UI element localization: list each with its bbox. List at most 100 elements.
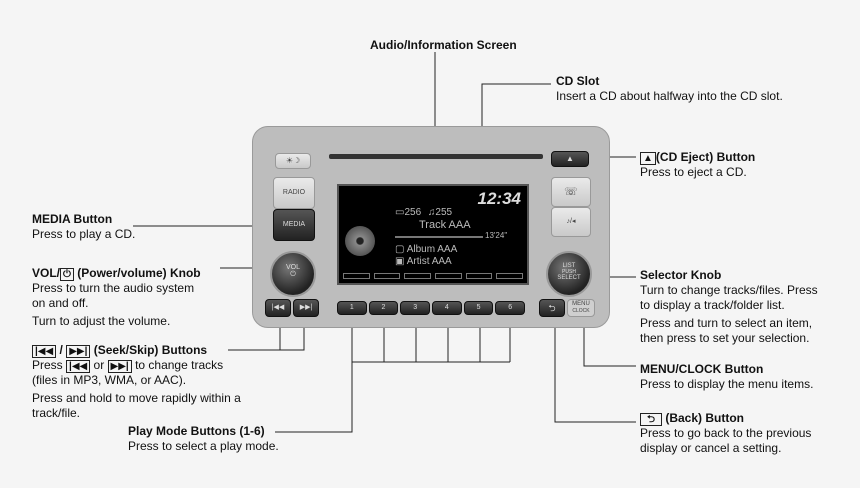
audio-screen-label: Audio/Information Screen	[370, 38, 517, 53]
seek-next-button-icon: ▶▶|	[299, 304, 313, 311]
cd-eject-desc: Press to eject a CD.	[640, 165, 747, 179]
cd-eject-label: ▲(CD Eject) Button Press to eject a CD.	[640, 150, 755, 180]
preset-3-label: 3	[413, 304, 418, 311]
seek-next-button[interactable]: ▶▶|	[293, 299, 319, 317]
cd-slot[interactable]	[329, 154, 543, 159]
screen-artist: ▣ Artist AAA	[395, 256, 452, 267]
vol-title-pre: VOL/	[32, 266, 61, 280]
seek-sep: /	[56, 343, 67, 357]
seek-label: |◀◀ / ▶▶| (Seek/Skip) Buttons Press |◀◀ …	[32, 343, 241, 421]
eject-icon: ▲	[640, 152, 656, 165]
back-icon: ⮌	[640, 413, 663, 426]
screen-time: 12:34	[477, 189, 521, 208]
folder-number: 256	[404, 207, 422, 218]
vol-knob[interactable]: VOL ⏻	[270, 251, 316, 297]
back-desc-1: Press to go back to the previous	[640, 426, 812, 440]
phone-icon: ☏	[564, 186, 578, 198]
cd-slot-title: CD Slot	[556, 74, 600, 88]
selector-desc-3: Press and turn to select an item,	[640, 316, 813, 330]
disc-icon	[345, 226, 375, 256]
vol-desc-3: Turn to adjust the volume.	[32, 314, 171, 328]
day-night-button[interactable]: ☀☽	[275, 153, 311, 169]
selector-desc-4: then press to set your selection.	[640, 331, 810, 345]
screen-elapsed: 13'24"	[485, 231, 508, 240]
mode-icon-5	[465, 273, 493, 279]
preset-button-2[interactable]: 2	[368, 301, 399, 315]
seek-prev-button[interactable]: |◀◀	[265, 299, 291, 317]
mode-icon-6	[496, 273, 524, 279]
vol-desc-2: on and off.	[32, 296, 89, 310]
screen-mode-bar	[343, 273, 524, 279]
seek-title: (Seek/Skip) Buttons	[90, 343, 208, 357]
radio-button-label: RADIO	[282, 189, 306, 196]
media-button[interactable]: MEDIA	[273, 209, 315, 241]
folder-icon: ▭	[395, 207, 405, 218]
preset-buttons: 1 2 3 4 5 6	[337, 301, 526, 315]
phone-button[interactable]: ☏	[551, 177, 591, 207]
cd-eject-button[interactable]: ▲	[551, 151, 589, 167]
audio-screen-title: Audio/Information Screen	[370, 38, 517, 52]
cd-slot-label: CD Slot Insert a CD about halfway into t…	[556, 74, 783, 104]
track-icon: ♫	[427, 207, 436, 218]
seek-desc-or: or	[90, 358, 108, 372]
play-mode-title: Play Mode Buttons (1-6)	[128, 424, 265, 438]
music-icon: ♪/◂	[566, 218, 576, 225]
vol-title-post: (Power/volume) Knob	[73, 266, 201, 280]
media-title: MEDIA Button	[32, 212, 113, 226]
preset-button-3[interactable]: 3	[400, 301, 431, 315]
audio-unit: ☀☽ ▲ RADIO MEDIA ☏ ♪/◂ VOL ⏻ LIST PUSH S…	[252, 126, 610, 328]
preset-button-5[interactable]: 5	[463, 301, 494, 315]
mode-icon-3	[404, 273, 432, 279]
eject-button-icon: ▲	[566, 154, 574, 163]
selector-desc-2: to display a track/folder list.	[640, 298, 785, 312]
selector-label: Selector Knob Turn to change tracks/file…	[640, 268, 818, 346]
back-label: ⮌ (Back) Button Press to go back to the …	[640, 411, 811, 456]
back-button[interactable]: ⮌	[539, 299, 565, 317]
selector-desc-1: Turn to change tracks/files. Press	[640, 283, 818, 297]
album-icon: ▢	[395, 244, 407, 255]
track-number: 255	[435, 207, 453, 218]
artist-icon: ▣	[395, 256, 407, 267]
preset-4-label: 4	[444, 304, 449, 311]
artist-name: Artist AAA	[406, 256, 452, 267]
day-night-icon: ☀☽	[285, 156, 301, 165]
seek-desc-pre: Press	[32, 358, 67, 372]
screen-track: Track AAA	[419, 219, 471, 231]
music-button[interactable]: ♪/◂	[551, 207, 591, 237]
preset-1-label: 1	[349, 304, 354, 311]
menu-clock-label: MENU/CLOCK Button Press to display the m…	[640, 362, 813, 392]
seek-prev-icon: |◀◀	[32, 345, 57, 358]
menu-clock-desc: Press to display the menu items.	[640, 377, 814, 391]
seek-next-icon-inline: ▶▶|	[107, 360, 132, 373]
back-button-icon: ⮌	[548, 303, 556, 313]
seek-desc-3: Press and hold to move rapidly within a	[32, 391, 241, 405]
seek-prev-icon-inline: |◀◀	[66, 360, 91, 373]
vol-knob-label: VOL	[285, 264, 300, 271]
vol-label: VOL/⏻ (Power/volume) Knob Press to turn …	[32, 266, 201, 329]
clock-button-label: CLOCK	[572, 308, 590, 314]
selector-knob[interactable]: LIST PUSH SELECT	[546, 251, 592, 297]
preset-button-1[interactable]: 1	[337, 301, 367, 315]
menu-button-label: MENU	[572, 301, 590, 307]
menu-clock-button[interactable]: MENU CLOCK	[567, 299, 595, 317]
preset-button-6[interactable]: 6	[495, 301, 526, 315]
mode-icon-2	[373, 273, 401, 279]
seek-desc-4: track/file.	[32, 406, 81, 420]
back-desc-2: display or cancel a setting.	[640, 441, 782, 455]
audio-screen: 12:34 ▭256 ♫255 Track AAA 13'24" ▢ Album…	[337, 184, 529, 285]
preset-button-4[interactable]: 4	[432, 301, 462, 315]
preset-2-label: 2	[381, 304, 386, 311]
selector-list: LIST	[562, 263, 576, 269]
cd-eject-title: (CD Eject) Button	[655, 150, 756, 164]
play-mode-desc: Press to select a play mode.	[128, 439, 279, 453]
seek-next-icon: ▶▶|	[66, 345, 91, 358]
seek-desc-2: (files in MP3, WMA, or AAC).	[32, 373, 187, 387]
selector-push: PUSH	[562, 269, 576, 275]
seek-desc-post: to change tracks	[131, 358, 224, 372]
album-name: Album AAA	[406, 244, 458, 255]
mode-icon-4	[435, 273, 462, 279]
screen-album: ▢ Album AAA	[395, 244, 457, 255]
radio-button[interactable]: RADIO	[273, 177, 315, 209]
media-button-label: MEDIA	[282, 221, 306, 228]
